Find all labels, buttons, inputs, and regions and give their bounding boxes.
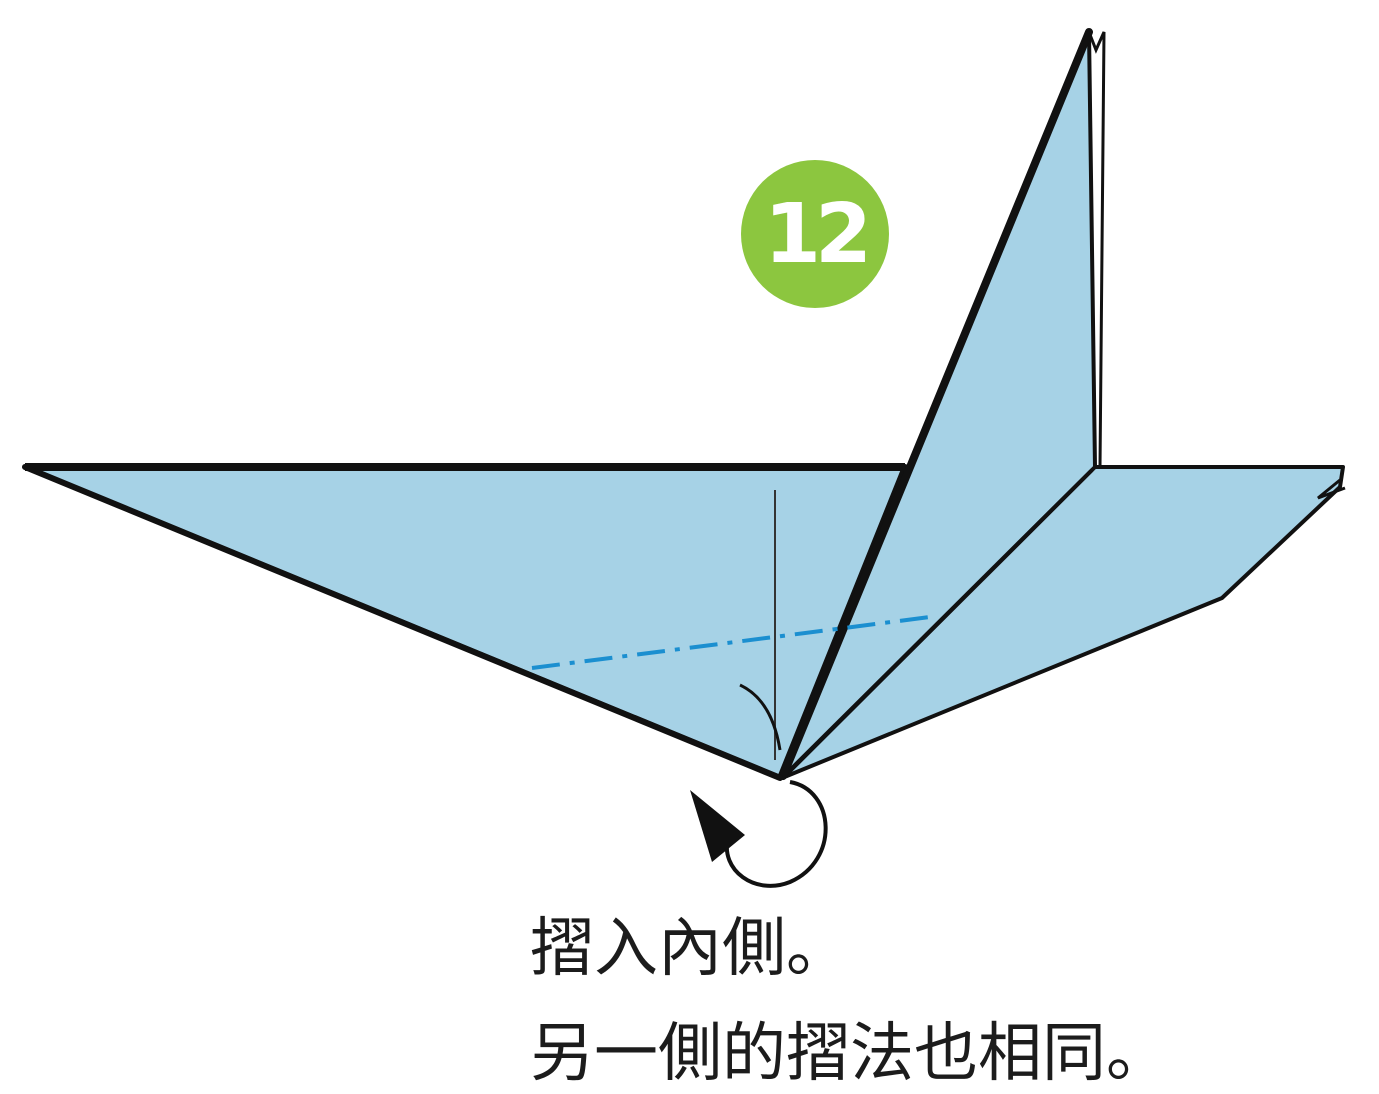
- left-wing-flap: [22, 464, 908, 781]
- step-badge-circle: [741, 160, 889, 308]
- neck-front-edge: [779, 28, 1093, 780]
- instruction-line-2: 另一側的摺法也相同。: [530, 1017, 1170, 1091]
- inside-reverse-arrow-head: [690, 790, 745, 862]
- instruction-line-1: 摺入內側。: [530, 912, 850, 986]
- step-number: 12: [763, 186, 872, 282]
- fold-guide-line: [531, 615, 931, 670]
- right-wing-tip-edge: [1317, 478, 1346, 500]
- neck-tip-edge: [1087, 31, 1106, 468]
- left-wing-bottom-edge: [24, 464, 783, 781]
- fold-direction-arrow: [739, 683, 782, 751]
- inner-crease: [788, 468, 1094, 772]
- inside-reverse-arrow: [724, 780, 828, 888]
